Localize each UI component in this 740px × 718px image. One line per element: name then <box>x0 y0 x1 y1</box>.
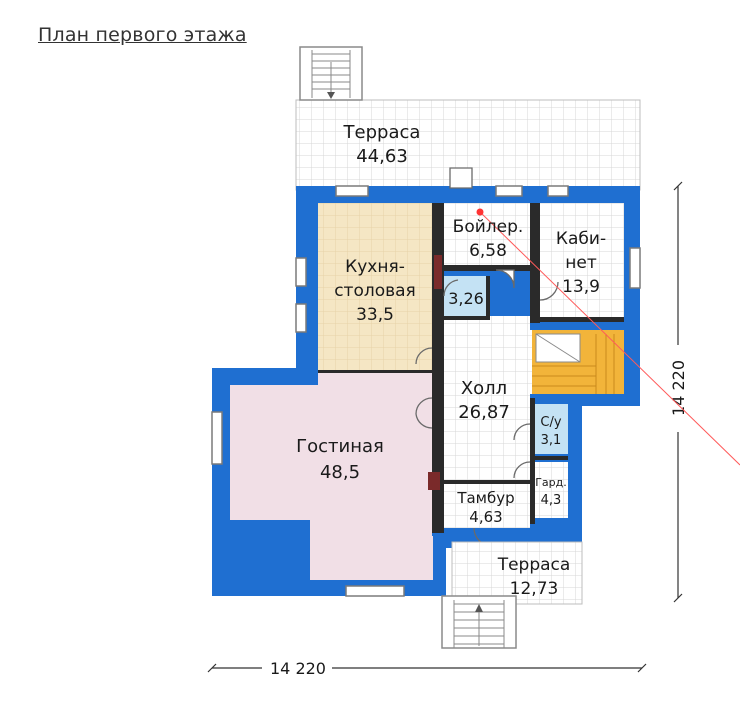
living-area: 48,5 <box>320 462 360 483</box>
living-room <box>230 373 433 580</box>
hall-area: 26,87 <box>458 402 510 423</box>
vestibule-area: 4,63 <box>469 508 502 526</box>
stair-steps <box>532 333 615 394</box>
red-guide-dot <box>476 208 484 216</box>
dimension-lines <box>207 181 683 673</box>
wardrobe-room <box>534 462 568 518</box>
terrace-top-name: Терраса <box>343 122 421 143</box>
chimney-bricks <box>428 255 442 490</box>
bath-area: 3,26 <box>448 289 484 308</box>
doors <box>415 167 559 547</box>
study-name-1: Каби- <box>556 229 606 249</box>
kitchen-name-2: столовая <box>334 281 416 301</box>
kitchen-area: 33,5 <box>356 305 394 325</box>
vestibule-room <box>444 484 530 528</box>
kitchen-name-1: Кухня- <box>345 257 405 277</box>
vestibule-name: Тамбур <box>456 489 514 507</box>
wardrobe-area: 4,3 <box>541 493 562 508</box>
page-title: План первого этажа <box>38 24 247 46</box>
terrace-top-area: 44,63 <box>356 146 408 167</box>
study-area: 13,9 <box>562 277 600 297</box>
wc-room <box>534 404 568 454</box>
windows <box>211 185 641 597</box>
boiler-name: Бойлер. <box>453 217 524 237</box>
height-dimension: 14 220 <box>669 360 688 416</box>
terrace-bottom-area <box>441 541 583 649</box>
red-guide-line <box>479 211 740 466</box>
living-name: Гостиная <box>296 436 384 457</box>
width-dimension: 14 220 <box>270 659 326 678</box>
wardrobe-name: Гард. <box>535 476 567 489</box>
terrace-bottom-name: Терраса <box>497 555 571 575</box>
study-name-2: нет <box>565 253 597 273</box>
hall-name: Холл <box>461 378 507 399</box>
boiler-area: 6,58 <box>469 241 507 261</box>
room-labels: Терраса 44,63 Бойлер. 6,58 Каби- нет 13,… <box>296 122 606 599</box>
terrace-bottom-area: 12,73 <box>510 579 559 599</box>
wc-area: 3,1 <box>541 433 562 448</box>
kitchen-room <box>318 203 433 373</box>
wc-name: С/у <box>540 415 561 430</box>
study-room <box>540 203 624 317</box>
boiler-room <box>444 203 532 265</box>
